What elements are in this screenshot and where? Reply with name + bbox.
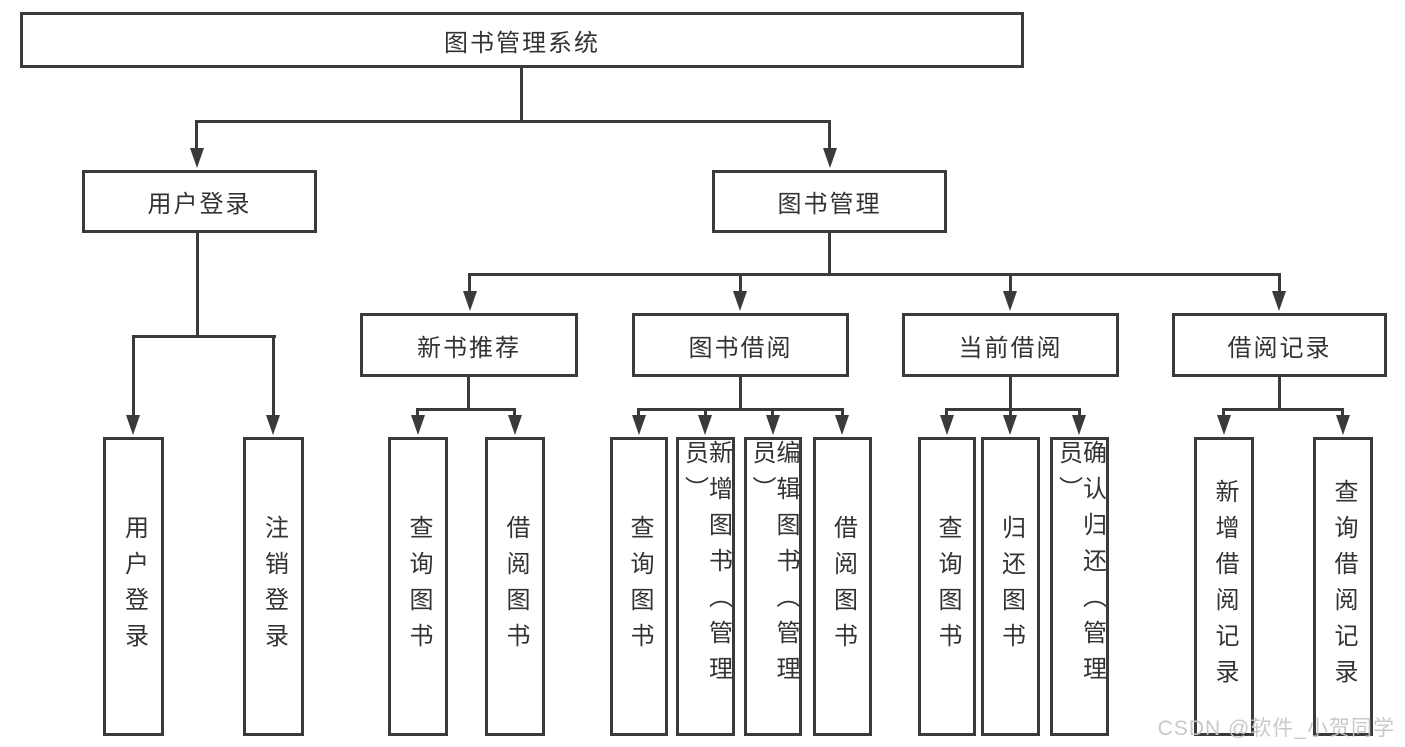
connector-current-borrow-stem [1009,377,1012,408]
node-current-borrow: 当前借阅 [902,313,1119,377]
connector-drop-leaf-logout [272,335,275,415]
leaf-logout-label: 注销登录 [260,514,288,659]
leaf-query-books-recommend-label: 查询图书 [405,514,432,659]
arrow-down-icon [632,415,646,435]
arrow-down-icon [1003,415,1017,435]
node-user-login-label: 用户登录 [147,191,252,218]
connector-drop [1078,408,1081,418]
connector-drop-book-borrow [739,273,742,293]
arrow-down-icon [698,415,712,435]
connector-drop-new-book [468,273,471,293]
arrow-down-icon [463,291,477,311]
node-book-management-label: 图书管理 [777,191,882,218]
node-new-book-recommend-label: 新书推荐 [417,334,521,362]
leaf-user-login-label: 用户登录 [120,514,148,659]
connector-new-book-stem [467,377,470,408]
connector-book-borrow-stem [739,377,742,408]
connector-drop [416,408,419,418]
arrow-down-icon [190,148,204,168]
arrow-down-icon [266,415,280,435]
arrow-down-icon [411,415,425,435]
connector-borrow-records-stem [1278,377,1281,408]
connector-drop-current-borrow [1009,273,1012,293]
connector-drop-borrow-records [1278,273,1281,293]
arrow-down-icon [1072,415,1086,435]
node-root-label: 图书管理系统 [444,29,600,57]
arrow-down-icon [126,415,140,435]
connector-root-stem [520,68,523,120]
leaf-borrow-books-label: 借阅图书 [829,514,857,659]
leaf-add-book-admin-label: 新增图书（管理员） [680,440,732,692]
node-book-borrow: 图书借阅 [632,313,849,377]
leaf-user-login: 用户登录 [103,437,164,736]
connector-drop [1222,408,1225,418]
node-borrow-records: 借阅记录 [1172,313,1387,377]
leaf-borrow-books: 借阅图书 [813,437,872,736]
leaf-add-book-admin: 新增图书（管理员） [676,437,735,736]
connector-drop [513,408,516,418]
leaf-add-borrow-record-label: 新增借阅记录 [1211,478,1238,695]
connector-drop-leaf-user-login [132,335,135,415]
leaf-confirm-return-admin-label: 确认归还（管理员） [1054,440,1106,692]
watermark: CSDN @软件_小贺同学 [1157,717,1395,740]
node-root: 图书管理系统 [20,12,1024,68]
connector-drop [1009,408,1012,418]
connector-book-borrow-bar [637,408,844,411]
connector-drop [704,408,707,418]
node-current-borrow-label: 当前借阅 [958,334,1063,362]
leaf-borrow-books-recommend: 借阅图书 [485,437,545,736]
leaf-edit-book-admin: 编辑图书（管理员） [744,437,802,736]
leaf-logout: 注销登录 [243,437,304,736]
leaf-return-book-label: 归还图书 [997,514,1025,659]
connector-drop-book-management [828,120,831,150]
arrow-down-icon [940,415,954,435]
arrow-down-icon [823,148,837,168]
connector-drop-user-login [195,120,198,150]
connector-drop [1341,408,1344,418]
connector-drop [637,408,640,418]
connector-borrow-records-bar [1222,408,1344,411]
connector-drop [945,408,948,418]
arrow-down-icon [835,415,849,435]
arrow-down-icon [508,415,522,435]
node-new-book-recommend: 新书推荐 [360,313,578,377]
leaf-return-book: 归还图书 [981,437,1040,736]
arrow-down-icon [1003,291,1017,311]
connector-book-management-stem [828,233,831,273]
leaf-query-books-borrow-label: 查询图书 [626,514,653,659]
arrow-down-icon [766,415,780,435]
leaf-query-books-borrow: 查询图书 [610,437,668,736]
leaf-query-books-current-label: 查询图书 [934,514,961,659]
arrow-down-icon [1336,415,1350,435]
connector-user-login-bar [132,335,276,338]
connector-user-login-stem [196,233,199,335]
node-user-login: 用户登录 [82,170,317,233]
arrow-down-icon [1217,415,1231,435]
connector-current-borrow-bar [945,408,1081,411]
connector-drop [841,408,844,418]
leaf-borrow-books-recommend-label: 借阅图书 [502,514,529,659]
connector-drop [771,408,774,418]
leaf-query-books-recommend: 查询图书 [388,437,448,736]
node-borrow-records-label: 借阅记录 [1227,334,1332,362]
leaf-confirm-return-admin: 确认归还（管理员） [1050,437,1109,736]
leaf-query-borrow-record-label: 查询借阅记录 [1330,478,1357,695]
connector-level3-bar [468,273,1281,276]
leaf-edit-book-admin-label: 编辑图书（管理员） [748,440,799,692]
node-book-borrow-label: 图书借阅 [688,334,793,362]
leaf-query-books-current: 查询图书 [918,437,976,736]
arrow-down-icon [733,291,747,311]
leaf-query-borrow-record: 查询借阅记录 [1313,437,1373,736]
node-book-management: 图书管理 [712,170,947,233]
connector-root-bar [195,120,831,123]
connector-new-book-bar [416,408,516,411]
arrow-down-icon [1272,291,1286,311]
leaf-add-borrow-record: 新增借阅记录 [1194,437,1254,736]
